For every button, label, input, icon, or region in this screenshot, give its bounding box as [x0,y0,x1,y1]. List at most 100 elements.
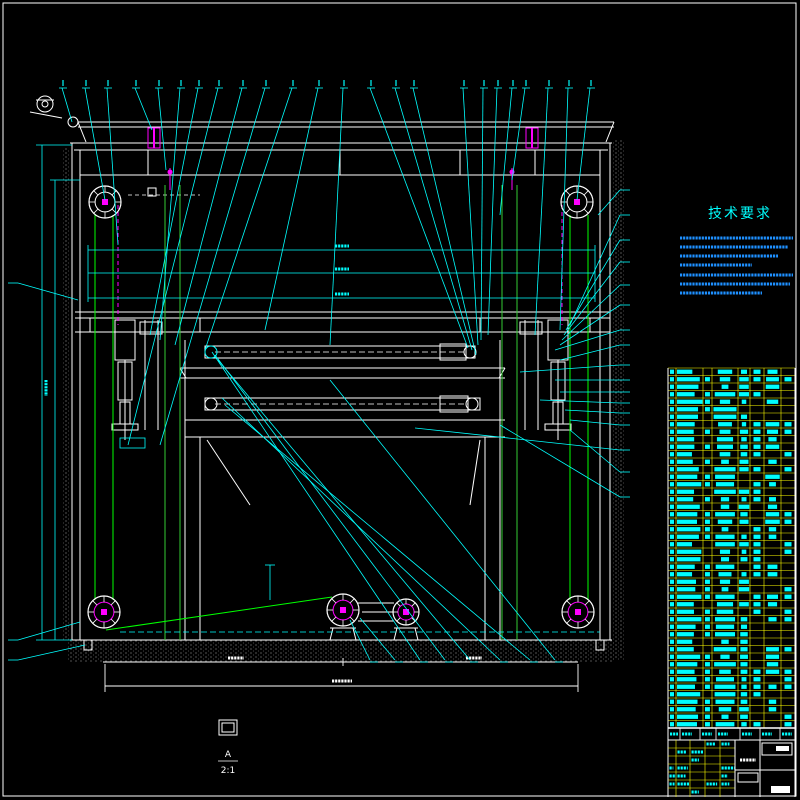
parts-list-entry-mark [753,497,761,502]
parts-list-entry-mark [677,722,697,727]
parts-list-entry-mark [704,617,710,622]
parts-list-entry-mark [784,714,792,719]
leader-line [149,87,199,336]
parts-list-entry-mark [741,677,747,682]
parts-list-entry-mark [718,707,732,712]
parts-list-entry-mark [704,587,710,592]
lower-roller-motor [439,395,469,413]
parts-list-entry-mark [715,474,735,479]
frame-line [469,439,481,506]
parts-list-entry-mark [766,399,779,404]
parts-list-entry-mark [704,624,710,629]
parts-list-entry-mark [784,467,792,472]
parts-list-entry-mark [670,639,674,644]
parts-list-entry-mark [740,617,748,622]
parts-list-entry-mark [704,459,710,464]
leader-line [106,87,119,246]
parts-list-entry-mark [677,602,694,607]
leader-line [569,214,621,326]
parts-list-entry-mark [677,557,701,562]
sprocket-shaft [102,199,108,205]
parts-list-entry-mark [677,594,702,599]
parts-list-entry-mark [784,429,792,434]
parts-list-entry-mark [741,399,747,404]
parts-list-entry-mark [738,504,750,509]
parts-list-entry-mark [768,437,777,442]
parts-list-entry-mark [704,684,710,689]
lower-roller-end [204,397,218,411]
parts-list-entry-mark [704,534,710,539]
parts-list-entry-mark [670,534,674,539]
tensioner-pin [67,116,79,128]
parts-list-entry-mark [677,564,695,569]
parts-list-entry-mark [720,497,730,502]
parts-list-entry-mark [784,422,792,427]
parts-list-entry-mark [670,602,674,607]
parts-list-entry-mark [670,587,674,592]
parts-list-entry-mark [670,392,674,397]
frame-part [139,321,163,335]
parts-list-entry-mark [670,429,674,434]
chain-sprockets [87,185,595,641]
parts-list-entry-mark [670,369,674,374]
parts-list-entry-mark [765,474,780,479]
parts-list-entry-mark [670,444,674,449]
frame-part [544,423,572,431]
leader-line [159,87,181,341]
parts-list-entry-mark [704,699,710,704]
parts-list-entry-mark [740,369,748,374]
leader-line [559,87,569,331]
parts-list-entry-mark [677,639,693,644]
sprocket-spoke [331,598,337,604]
leader-line [576,87,591,201]
parts-list-entry-mark [753,669,761,674]
parts-list-entry-mark [740,414,748,419]
parts-list-entry-mark [741,722,747,727]
leader-line [554,329,621,351]
title-block-fill [776,746,789,751]
parts-list-entry-mark [739,429,749,434]
parts-list-entry-mark [677,392,695,397]
parts-list-entry-mark [670,707,674,712]
chain-sprocket [326,593,360,627]
parts-list-entry-mark [704,519,710,524]
parts-list-entry-mark [741,497,747,502]
parts-list-entry-mark [739,459,749,464]
parts-list-entry-mark [677,482,702,487]
sprocket-spoke [584,618,590,624]
parts-list-entry-mark [704,482,710,487]
parts-list-entry-mark [717,519,733,524]
parts-list-entry-mark [704,497,710,502]
parts-list-entry-mark [704,677,710,682]
parts-list-entry-mark [677,474,698,479]
parts-list-entry-mark [670,699,674,704]
frame-part [147,187,157,197]
leader-line [134,87,153,131]
parts-list-entry-mark [784,587,792,592]
parts-list-entry-mark [670,497,674,502]
parts-list-entry-mark [765,519,780,524]
sprocket-spoke [92,618,98,624]
drive-base-line [329,627,334,641]
chain-sprocket [88,185,122,219]
parts-list-entry-mark [670,489,674,494]
parts-list-entry-mark [719,579,731,584]
parts-list-entry-mark [720,504,730,509]
parts-list-entry-mark [767,564,778,569]
parts-list-entry-mark [714,662,736,667]
parts-list-entry-mark [713,647,737,652]
sprocket-spoke [411,617,416,622]
leader-line [329,379,556,661]
sprocket-spoke [110,600,116,606]
parts-list-entry-mark [784,549,792,554]
parts-list-entry-mark [765,384,780,389]
parts-list-entry-mark [765,669,780,674]
leader-line [369,87,469,349]
parts-list-entry-mark [670,422,674,427]
roller-carriage [204,343,481,413]
tensioner-arm [29,111,63,119]
parts-list-entry-mark [715,677,735,682]
parts-list-entry-mark [670,572,674,577]
